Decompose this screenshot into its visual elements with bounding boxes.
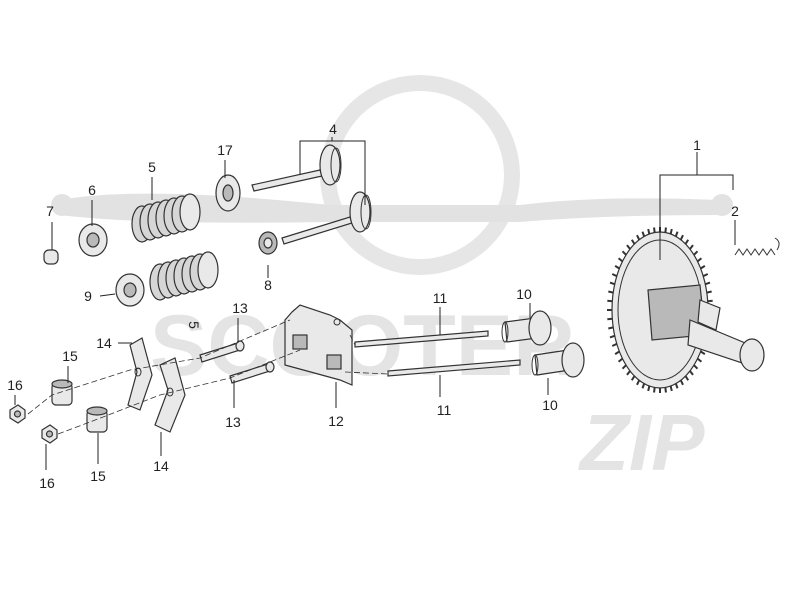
watermark-brand-subtext: ZIP [578,398,705,487]
spring-small [734,237,780,256]
watermark-logo: SCOOTER ZIP [51,75,733,487]
push-rod-guide-plate [284,304,353,386]
adjusting-nut-upper [51,379,73,406]
adjusting-nut-lower [86,406,108,433]
rocker-arm-lower [154,357,186,433]
lock-nut-lower [41,424,58,444]
callout-13a: 13 [232,300,248,316]
spring-retainer-lower [115,273,145,307]
camshaft-gear [607,227,765,393]
callout-6: 6 [88,182,96,198]
valve-upper [251,144,342,192]
tappet-lower [531,342,585,378]
callout-15a: 15 [62,348,78,364]
callout-13b: 13 [225,414,241,430]
callout-7: 7 [46,203,54,219]
callout-14b: 14 [153,458,169,474]
callout-9: 9 [84,288,92,304]
spring-seat-washer [215,174,241,212]
callout-15b: 15 [90,468,106,484]
callout-4: 4 [329,121,337,137]
push-rod-upper [354,330,489,348]
callout-11a: 11 [433,290,448,306]
callout-labels: 1 2 4 5 5 6 7 8 9 10 10 11 11 12 13 13 1… [7,121,739,491]
callout-11b: 11 [437,402,452,418]
callout-5a: 5 [148,159,156,175]
tappet-upper [501,310,552,346]
callout-14a: 14 [96,335,112,351]
callout-5b: 5 [186,321,202,329]
callout-16a: 16 [7,377,23,393]
valve-stem-seal [258,231,278,255]
callout-16b: 16 [39,475,55,491]
callout-1: 1 [693,137,701,153]
callout-10a: 10 [516,286,532,302]
leader-lines [14,137,736,470]
spring-retainer [78,223,108,257]
lock-nut-upper [9,404,26,424]
push-rod-lower [387,359,521,377]
valve-cap [43,249,59,265]
valve-spring-lower [149,251,219,301]
assembly-lines [27,319,389,435]
callout-10b: 10 [542,397,558,413]
callout-12: 12 [328,413,344,429]
callout-2: 2 [731,203,739,219]
callout-17: 17 [217,142,233,158]
valve-spring-upper [131,193,201,243]
callout-8: 8 [264,277,272,293]
rocker-arm-upper [127,337,153,411]
